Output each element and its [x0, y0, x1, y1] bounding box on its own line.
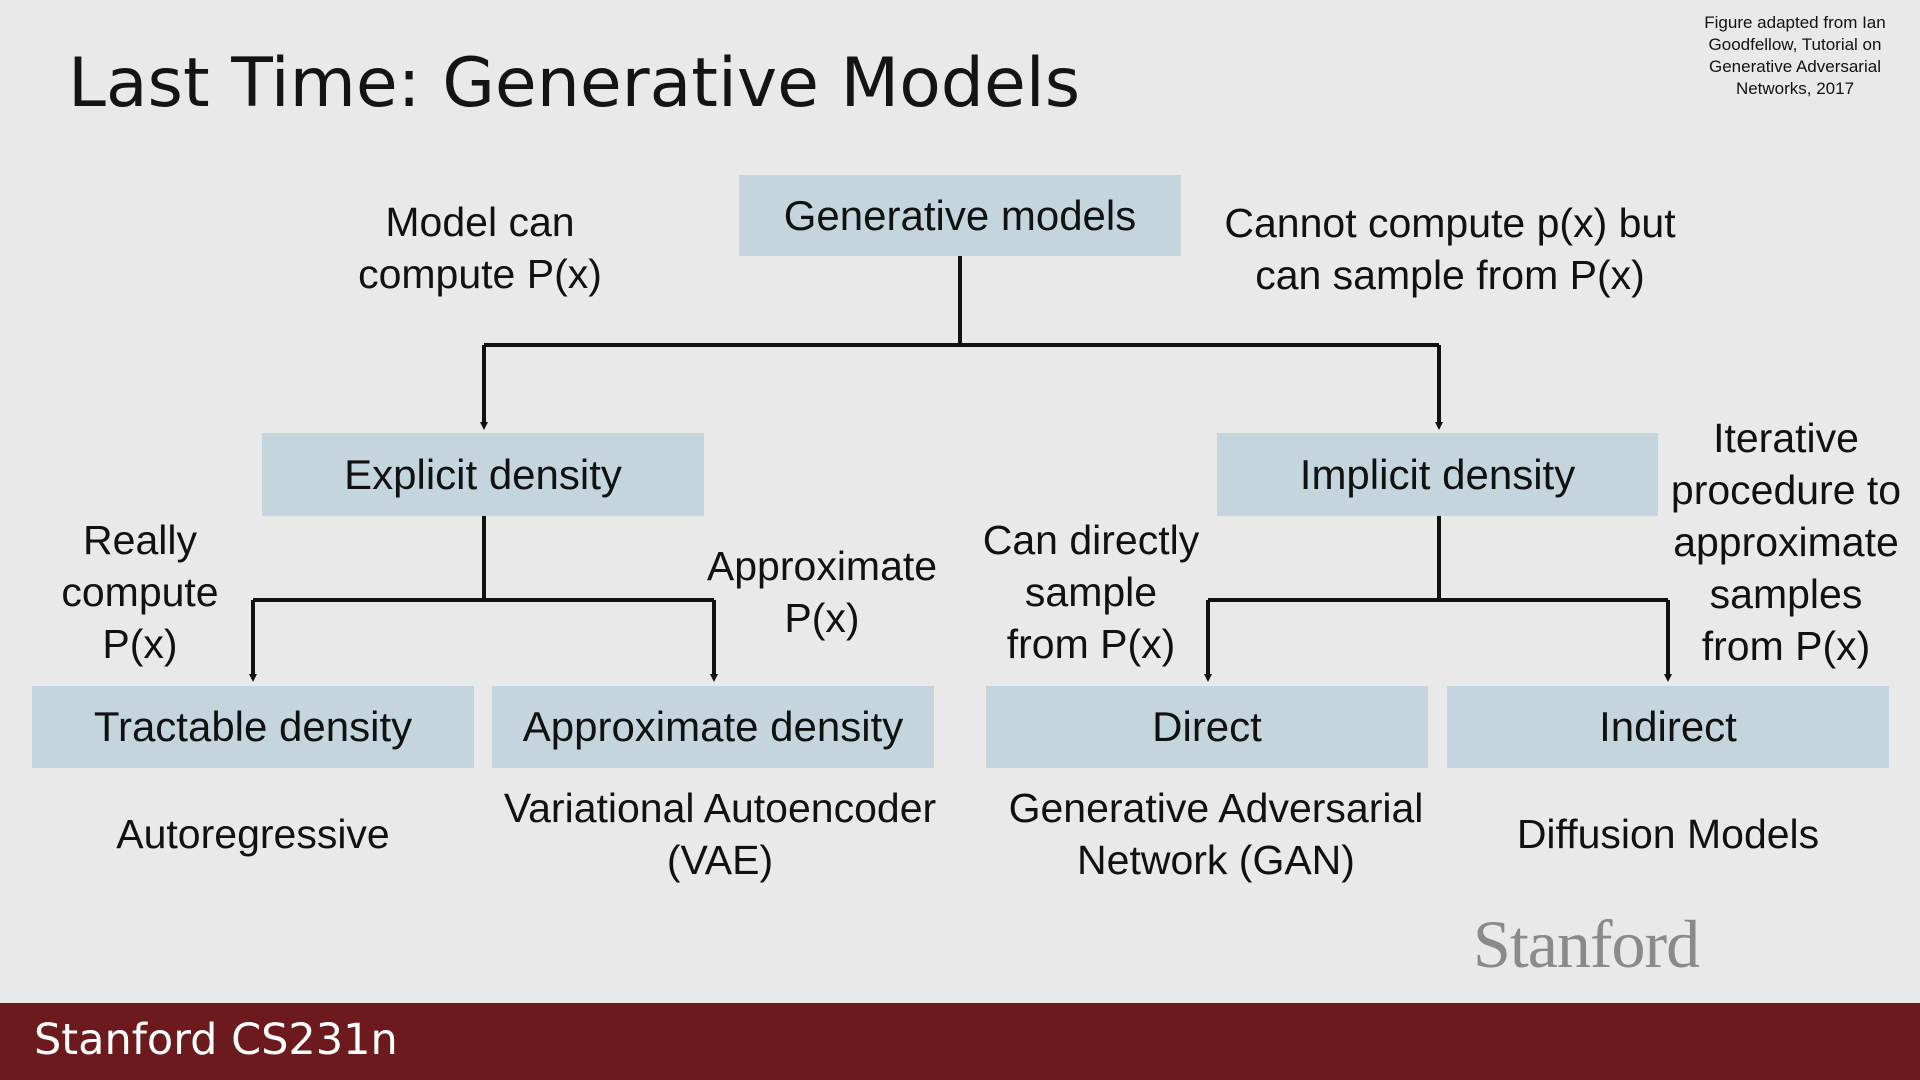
node-generative-models: Generative models — [739, 175, 1181, 256]
example-gan: Generative Adversarial Network (GAN) — [1008, 785, 1424, 883]
node-direct: Direct — [986, 686, 1428, 768]
tree-connectors — [249, 256, 1672, 682]
node-explicit-density: Explicit density — [262, 433, 704, 516]
note-iterative-procedure: Iterative procedure to approximate sampl… — [1670, 415, 1902, 669]
note-approximate-px: Approximate P(x) — [706, 543, 938, 641]
node-approximate-density: Approximate density — [492, 686, 934, 768]
note-model-can-compute: Model can compute P(x) — [358, 199, 602, 297]
stanford-logo: Stanford — [1473, 906, 1700, 982]
node-indirect: Indirect — [1447, 686, 1889, 768]
node-implicit-density: Implicit density — [1217, 433, 1658, 516]
figure-credit: Figure adapted from Ian Goodfellow, Tuto… — [1704, 13, 1886, 98]
note-can-directly-sample: Can directly sample from P(x) — [982, 517, 1200, 667]
footer-bar: Stanford CS231n — [0, 1003, 1920, 1080]
example-diffusion: Diffusion Models — [1516, 811, 1820, 857]
node-tractable-density: Tractable density — [32, 686, 474, 768]
slide-title: Last Time: Generative Models — [68, 44, 1081, 123]
note-cannot-compute: Cannot compute p(x) but can sample from … — [1224, 200, 1676, 298]
footer-course-label: Stanford CS231n — [34, 1015, 398, 1065]
example-vae: Variational Autoencoder (VAE) — [503, 785, 937, 883]
example-autoregressive: Autoregressive — [116, 811, 390, 857]
note-really-compute: Really compute P(x) — [61, 517, 219, 667]
